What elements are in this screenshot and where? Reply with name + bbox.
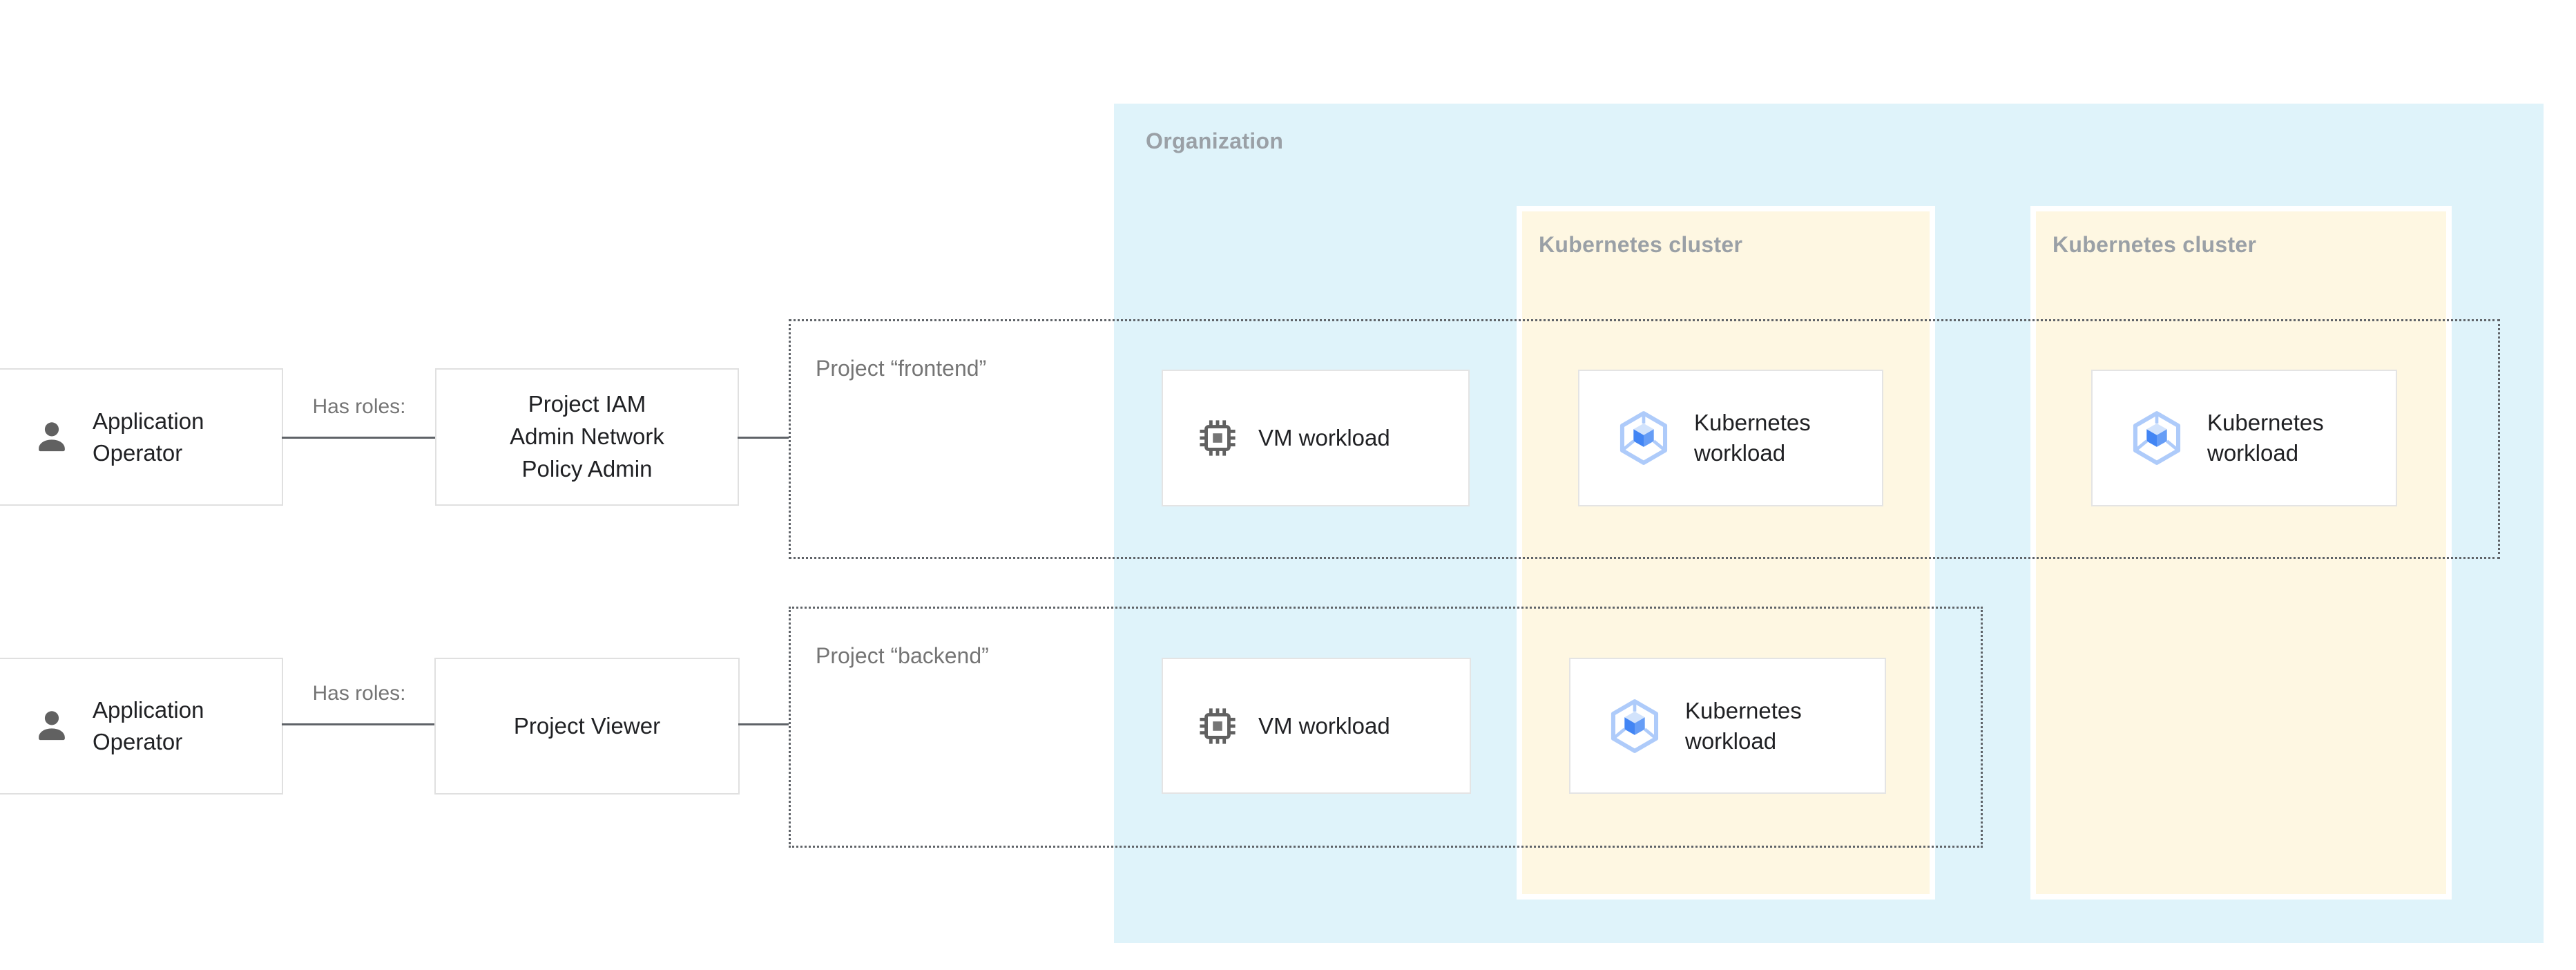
gke-hexagon-cube-icon — [1611, 698, 1659, 753]
kubernetes-workload-label: Kubernetes workload — [1694, 410, 1811, 466]
organization-label: Organization — [1146, 129, 1284, 153]
vm-chip-icon — [1200, 707, 1236, 744]
role-box-frontend: Project IAM Admin Network Policy Admin — [435, 368, 739, 506]
role-label-backend: Project Viewer — [513, 712, 661, 739]
has-roles-label-backend: Has roles: — [312, 682, 406, 705]
kubernetes-workload-box-frontend-cluster1: Kubernetes workload — [1578, 370, 1883, 506]
project-backend-boundary: Project “backend” — [789, 607, 1983, 848]
role-box-backend: Project Viewer — [434, 658, 740, 795]
vm-workload-box-frontend: VM workload — [1162, 370, 1470, 506]
kubernetes-cluster-2-label: Kubernetes cluster — [2053, 232, 2257, 257]
connector-role-to-project-backend — [738, 723, 789, 725]
connector-role-to-project-frontend — [738, 437, 789, 439]
connector-operator-to-role-frontend — [282, 437, 435, 439]
vm-workload-label: VM workload — [1258, 425, 1390, 451]
person-icon — [39, 711, 65, 741]
kubernetes-workload-label: Kubernetes workload — [2207, 410, 2324, 466]
has-roles-label-frontend: Has roles: — [312, 395, 406, 418]
connector-operator-to-role-backend — [282, 723, 434, 725]
application-operator-label: Application Operator — [93, 408, 204, 466]
application-operator-label: Application Operator — [93, 697, 204, 754]
kubernetes-workload-box-backend-cluster1: Kubernetes workload — [1569, 658, 1886, 794]
application-operator-box-backend: Application Operator — [0, 658, 283, 795]
vm-workload-label: VM workload — [1258, 712, 1390, 739]
gke-hexagon-cube-icon — [1619, 411, 1668, 465]
kubernetes-cluster-1-label: Kubernetes cluster — [1539, 232, 1743, 257]
role-label-frontend: Project IAM Admin Network Policy Admin — [510, 391, 664, 482]
project-frontend-label: Project “frontend” — [816, 356, 987, 381]
vm-chip-icon — [1200, 420, 1236, 456]
gke-hexagon-cube-icon — [2133, 411, 2181, 465]
kubernetes-workload-box-frontend-cluster2: Kubernetes workload — [2091, 370, 2397, 506]
kubernetes-cluster-2: Kubernetes cluster — [2030, 206, 2452, 900]
project-backend-label: Project “backend” — [816, 643, 989, 668]
person-icon — [39, 421, 65, 451]
project-frontend-boundary: Project “frontend” — [789, 319, 2500, 559]
application-operator-box-frontend: Application Operator — [0, 368, 283, 506]
vm-workload-box-backend: VM workload — [1162, 658, 1471, 794]
kubernetes-workload-label: Kubernetes workload — [1685, 697, 1802, 754]
